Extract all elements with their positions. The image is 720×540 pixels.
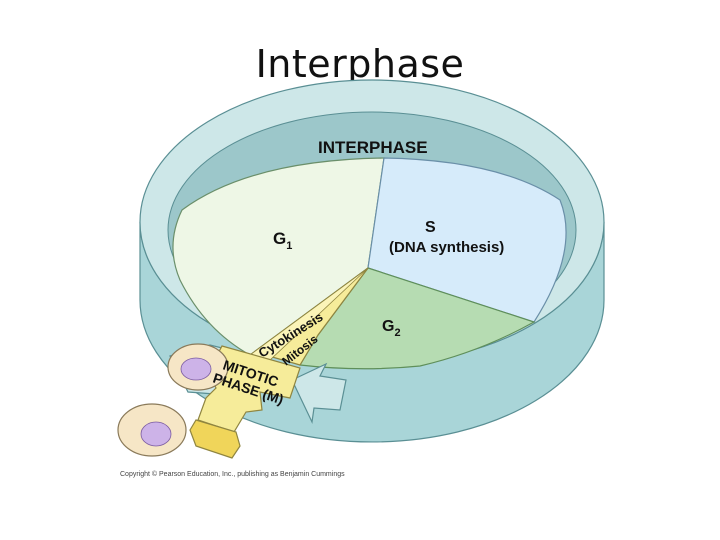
g2-letter: G — [382, 318, 394, 335]
copyright-text: Copyright © Pearson Education, Inc., pub… — [120, 471, 345, 478]
g1-label: G1 — [273, 229, 292, 252]
s-label: S — [425, 219, 436, 236]
upper-cell-nucleus — [180, 357, 212, 381]
slide-title: Interphase — [255, 42, 465, 86]
mitotic-arrow-base — [189, 419, 241, 459]
ring-arrow-head — [291, 362, 347, 425]
interphase-label: INTERPHASE — [318, 138, 428, 157]
s-sector — [367, 157, 567, 323]
lower-cell-nucleus — [140, 421, 172, 447]
g1-letter: G — [273, 229, 286, 248]
s-detail-label: (DNA synthesis) — [389, 239, 504, 256]
g1-subscript: 1 — [286, 240, 292, 252]
g2-subscript: 2 — [394, 327, 400, 339]
g1-sector — [172, 157, 385, 356]
g2-label: G2 — [382, 318, 401, 339]
